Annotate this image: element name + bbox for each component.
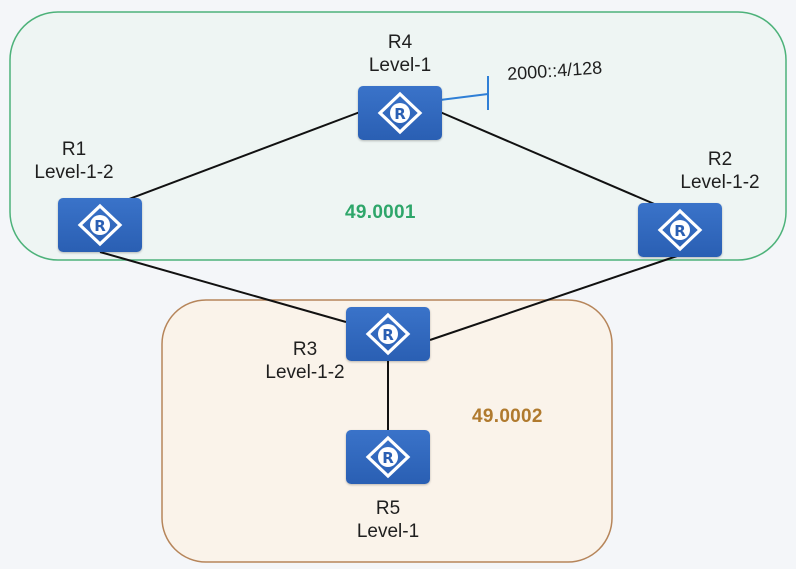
router-r4-level: Level-1: [368, 55, 432, 76]
router-r2-label: R2 Level-1-2: [656, 148, 784, 194]
router-r4[interactable]: R: [358, 86, 442, 140]
router-r1-name: R1: [61, 139, 87, 160]
router-icon: R: [657, 208, 703, 252]
router-r4-label: R4 Level-1: [355, 31, 445, 77]
link-r2-r3: [429, 254, 681, 341]
prefix-link: [439, 93, 489, 101]
router-r3-level: Level-1-2: [265, 362, 345, 383]
router-r1-level: Level-1-2: [34, 162, 114, 183]
area-49-0002-label: 49.0002: [472, 406, 543, 427]
router-r2-level: Level-1-2: [680, 172, 760, 193]
svg-text:R: R: [94, 217, 106, 235]
svg-text:R: R: [394, 105, 406, 123]
router-r5[interactable]: R: [346, 430, 430, 484]
router-r3-name: R3: [292, 339, 318, 360]
router-r5-label: R5 Level-1: [338, 497, 438, 543]
router-r3-label: R3 Level-1-2: [238, 338, 372, 384]
router-icon: R: [77, 203, 123, 247]
router-r3[interactable]: R: [346, 307, 430, 361]
router-r4-name: R4: [387, 32, 413, 53]
link-r4-r1: [99, 111, 361, 211]
area-49-0001-label: 49.0001: [345, 202, 416, 223]
router-icon: R: [365, 312, 411, 356]
router-r2[interactable]: R: [638, 203, 722, 257]
link-r1-r3: [99, 251, 347, 323]
svg-text:R: R: [382, 326, 394, 344]
svg-text:R: R: [674, 222, 686, 240]
router-icon: R: [365, 435, 411, 479]
router-r5-name: R5: [375, 498, 401, 519]
svg-text:R: R: [382, 449, 394, 467]
router-icon: R: [377, 91, 423, 135]
link-r4-r2: [439, 111, 681, 216]
router-r1[interactable]: R: [58, 198, 142, 252]
router-r1-label: R1 Level-1-2: [8, 138, 140, 184]
router-r5-level: Level-1: [356, 521, 420, 542]
router-r2-name: R2: [707, 149, 733, 170]
